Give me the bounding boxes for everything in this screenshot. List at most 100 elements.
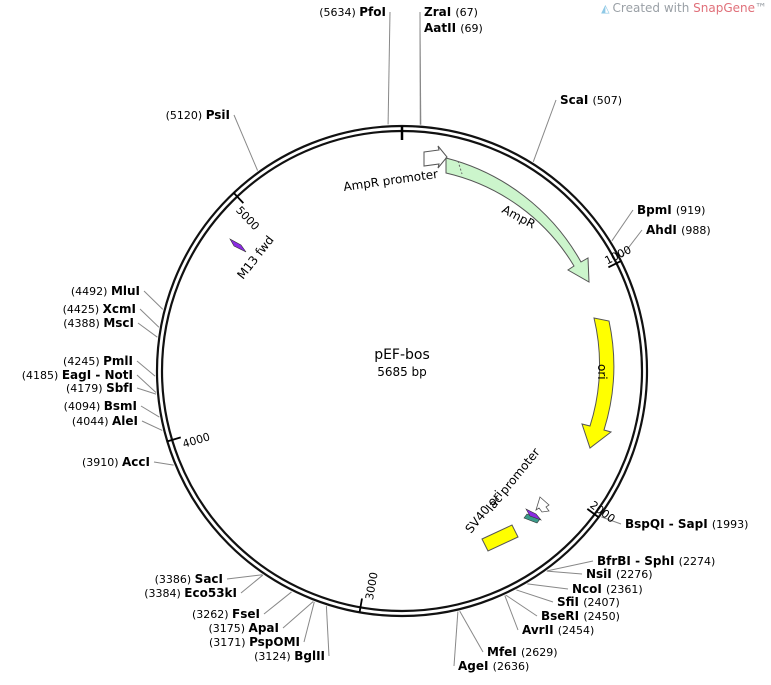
site-label: (3171) PspOMI — [209, 635, 300, 649]
site-name: MluI — [111, 284, 140, 298]
site-label: ZraI (67) — [424, 5, 478, 19]
site-name: MfeI — [487, 645, 521, 659]
site-nsii[interactable]: NsiI (2276) — [586, 567, 653, 581]
site-label: (4179) SbfI — [66, 381, 133, 395]
feature-sv40-ori[interactable] — [481, 524, 519, 552]
site-name: PmlI — [103, 354, 133, 368]
feature-lac-promoter[interactable] — [535, 496, 550, 513]
site-name: BseRI — [541, 609, 583, 623]
site-saci[interactable]: (3386) SacI — [155, 572, 223, 586]
site-name: PsiI — [206, 108, 230, 122]
site-pspomi[interactable]: (3171) PspOMI — [209, 635, 300, 649]
tick-mark-4000 — [167, 436, 182, 443]
snapgene-watermark: ◭Created with SnapGene™ — [601, 1, 767, 15]
site-fsei[interactable]: (3262) FseI — [192, 607, 260, 621]
site-pfoi[interactable]: (5634) PfoI — [319, 5, 386, 19]
site-bspqi-sapi[interactable]: BspQI - SapI (1993) — [625, 517, 748, 531]
site-line-bspqi-sapi — [601, 516, 622, 525]
site-line-avrii — [504, 595, 519, 631]
site-line-alei — [141, 420, 163, 431]
site-line-acci — [153, 461, 174, 466]
features — [229, 145, 615, 552]
tick-mark-2000 — [586, 508, 600, 518]
site-name: NsiI — [586, 567, 616, 581]
site-eco53ki[interactable]: (3384) Eco53kI — [144, 586, 237, 600]
site-bpmi[interactable]: BpmI (919) — [637, 203, 705, 217]
site-label: BseRI (2450) — [541, 609, 620, 623]
site-position: (4425) — [63, 303, 103, 316]
site-label: MfeI (2629) — [487, 645, 558, 659]
site-bsmi[interactable]: (4094) BsmI — [64, 399, 137, 413]
site-line-eagi-noti — [136, 374, 157, 393]
site-bglii[interactable]: (3124) BglII — [254, 649, 325, 663]
site-position: (3384) — [144, 587, 184, 600]
site-position: (5634) — [319, 6, 359, 19]
site-label: ScaI (507) — [560, 93, 622, 107]
site-position: (2454) — [558, 624, 595, 637]
site-ahdi[interactable]: AhdI (988) — [646, 223, 711, 237]
site-position: (2450) — [583, 610, 620, 623]
site-position: (4179) — [66, 382, 106, 395]
site-alei[interactable]: (4044) AleI — [72, 414, 138, 428]
site-label: (3384) Eco53kI — [144, 586, 237, 600]
site-line-mfei — [459, 610, 484, 653]
site-label: AgeI (2636) — [458, 659, 529, 673]
plasmid-name: pEF-bos — [374, 347, 430, 363]
site-position: (4044) — [72, 415, 112, 428]
feature-ampr-promoter[interactable] — [423, 145, 448, 169]
feature-ori[interactable] — [581, 317, 615, 449]
site-label: (4044) AleI — [72, 414, 138, 428]
site-mlui[interactable]: (4492) MluI — [71, 284, 140, 298]
site-position: (5120) — [166, 109, 206, 122]
site-line-agei — [453, 611, 459, 667]
site-name: AhdI — [646, 223, 681, 237]
site-name: ScaI — [560, 93, 593, 107]
site-acci[interactable]: (3910) AccI — [82, 455, 150, 469]
site-position: (3386) — [155, 573, 195, 586]
site-line-xcmi — [139, 308, 160, 328]
site-line-eco53ki — [240, 574, 264, 594]
site-line-saci — [226, 574, 263, 580]
site-label: (4388) MscI — [63, 316, 134, 330]
site-agei[interactable]: AgeI (2636) — [458, 659, 529, 673]
site-aatii[interactable]: AatII (69) — [424, 21, 483, 35]
site-line-ahdi — [620, 229, 643, 258]
site-avrii[interactable]: AvrII (2454) — [522, 623, 594, 637]
site-eagi-noti[interactable]: (4185) EagI - NotI — [22, 368, 133, 382]
site-name: ZraI — [424, 5, 455, 19]
plasmid-length: 5685 bp — [377, 365, 427, 379]
site-line-nsii — [546, 570, 583, 575]
site-line-bsmi — [140, 405, 160, 418]
feature-m13-fwd[interactable] — [229, 238, 247, 253]
site-sbfi[interactable]: (4179) SbfI — [66, 381, 133, 395]
site-scai[interactable]: ScaI (507) — [560, 93, 622, 107]
site-bseri[interactable]: BseRI (2450) — [541, 609, 620, 623]
site-mfei[interactable]: MfeI (2629) — [487, 645, 558, 659]
site-apai[interactable]: (3175) ApaI — [208, 621, 279, 635]
site-position: (2361) — [606, 583, 643, 596]
site-line-pmli — [136, 360, 156, 377]
site-sfii[interactable]: SfiI (2407) — [557, 595, 620, 609]
site-name: PspOMI — [249, 635, 300, 649]
site-bfrbi-sphi[interactable]: BfrBI - SphI (2274) — [597, 554, 715, 568]
site-xcmi[interactable]: (4425) XcmI — [63, 302, 136, 316]
site-name: PfoI — [359, 5, 386, 19]
site-name: BpmI — [637, 203, 676, 217]
tick-label-4000: 4000 — [181, 430, 212, 450]
tick-mark-3000 — [358, 598, 363, 613]
site-msci[interactable]: (4388) MscI — [63, 316, 134, 330]
site-position: (4492) — [71, 285, 111, 298]
site-label: (4094) BsmI — [64, 399, 137, 413]
site-labels: (5634) PfoI ZraI (67) AatII (69) ScaI (507)… — [22, 5, 749, 673]
site-line-pfoi — [387, 11, 391, 125]
site-name: BspQI - SapI — [625, 517, 712, 531]
site-pmli[interactable]: (4245) PmlI — [63, 354, 133, 368]
feature-ampr[interactable] — [445, 157, 590, 283]
site-zrai[interactable]: ZraI (67) — [424, 5, 478, 19]
snapgene-logo-icon: ◭ — [601, 2, 610, 15]
site-name: SbfI — [106, 381, 133, 395]
site-position: (3910) — [82, 456, 122, 469]
site-psii[interactable]: (5120) PsiI — [166, 108, 230, 122]
site-ncoi[interactable]: NcoI (2361) — [572, 582, 643, 596]
